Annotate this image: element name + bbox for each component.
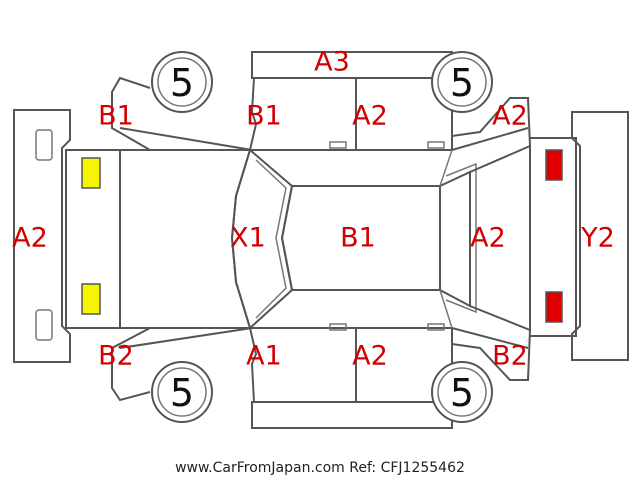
tire-rear-left: 5 — [151, 361, 213, 423]
bottom-rear-door-handle — [427, 323, 445, 331]
front-bumper-vent-bottom — [35, 309, 53, 341]
bottom-rocker-strip — [251, 401, 453, 429]
top-rear-door — [356, 77, 453, 151]
svg-text:5: 5 — [450, 371, 474, 415]
tire-front-left: 5 — [151, 51, 213, 113]
code-roof: B1 — [340, 223, 376, 254]
rear-pillar-bottom — [439, 289, 453, 329]
code-bottom-front-door: A1 — [246, 341, 282, 372]
headlight-top — [81, 157, 101, 189]
trunk-panel — [469, 144, 531, 332]
top-front-fender-line — [119, 127, 253, 151]
rear-bumper — [571, 111, 629, 361]
code-top-left-fender: B1 — [98, 101, 134, 132]
code-bottom-left-fender: B2 — [98, 341, 134, 372]
code-bottom-rear-fender: B2 — [492, 341, 528, 372]
bottom-front-door — [252, 327, 357, 403]
tire-rear-right: 5 — [431, 361, 493, 423]
rear-end — [530, 137, 577, 337]
code-roof-top: A3 — [314, 47, 350, 78]
taillight-bottom — [545, 291, 563, 323]
rear-pillar-top — [439, 149, 453, 187]
top-rear-door-handle — [427, 141, 445, 149]
car-body-outline — [111, 76, 531, 403]
svg-text:5: 5 — [170, 61, 194, 105]
svg-text:5: 5 — [450, 61, 474, 105]
windshield-inner — [255, 159, 287, 319]
code-trunk: A2 — [470, 223, 506, 254]
headlight-bottom — [81, 283, 101, 315]
code-top-rear-fender: A2 — [492, 101, 528, 132]
bottom-front-door-handle — [329, 323, 347, 331]
taillight-top — [545, 149, 563, 181]
code-bottom-rear-door: A2 — [352, 341, 388, 372]
rear-window-inner — [445, 162, 477, 314]
front-bumper-vent-top — [35, 129, 53, 161]
svg-text:5: 5 — [170, 371, 194, 415]
footer-reference: www.CarFromJapan.com Ref: CFJ1255462 — [175, 460, 465, 476]
roof-panel — [280, 185, 441, 291]
front-bumper — [13, 109, 71, 363]
top-front-door-handle — [329, 141, 347, 149]
code-top-front-door: B1 — [246, 101, 282, 132]
bottom-rear-fender-line — [451, 327, 529, 349]
top-front-door — [252, 77, 357, 151]
top-rear-fender-line — [451, 127, 529, 151]
bottom-front-fender-line — [119, 327, 253, 349]
roof-top-strip — [251, 51, 453, 79]
rear-window — [439, 170, 471, 308]
code-rear-bumper: Y2 — [580, 223, 615, 254]
code-hood: X1 — [230, 223, 266, 254]
tire-front-right: 5 — [431, 51, 493, 113]
code-top-rear-door: A2 — [352, 101, 388, 132]
code-front-bumper: A2 — [12, 223, 48, 254]
